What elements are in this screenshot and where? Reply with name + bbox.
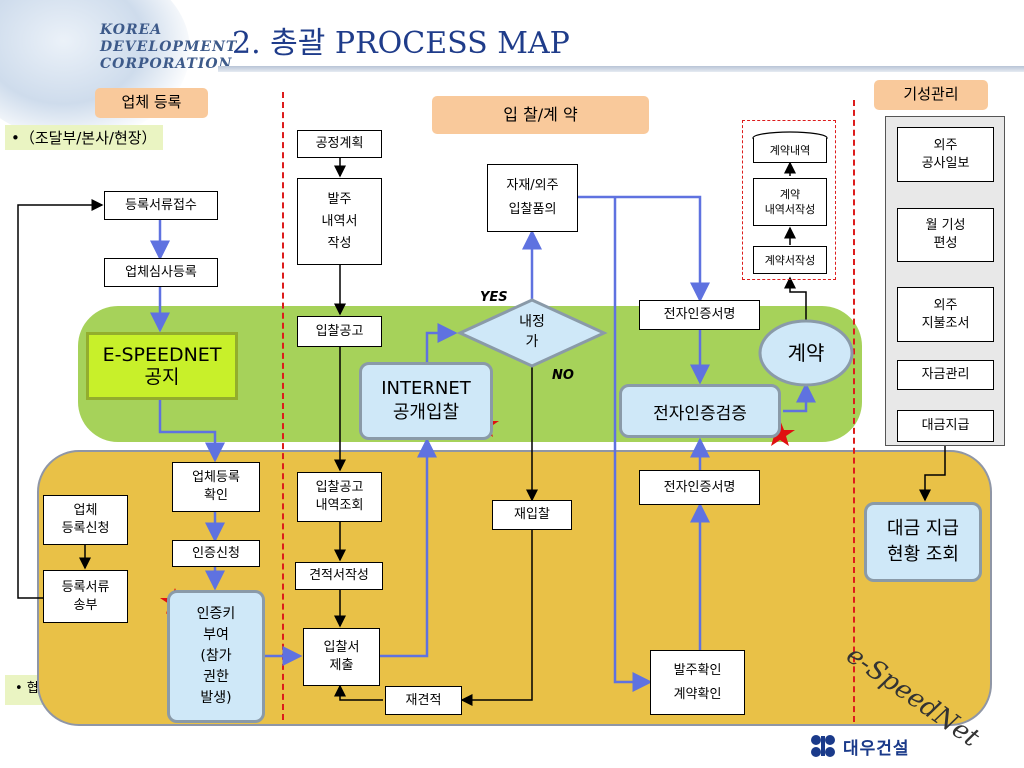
vendor-review-box: 업체심사등록 — [104, 258, 218, 287]
company-logo-icon — [808, 733, 838, 759]
contract-label: 계약 — [787, 341, 825, 365]
payment-box: 대금지급 — [897, 410, 994, 442]
company-brand: 대우건설 — [843, 739, 910, 759]
esign-top-box: 전자인증서명 — [639, 300, 760, 330]
espeednet-notice-box: E-SPEEDNET 공지 — [86, 332, 238, 400]
logo-text-corporation: CORPORATION — [100, 56, 233, 72]
logo-text-korea: KOREA — [100, 22, 163, 38]
contract-history-cylinder: 계약내역 — [753, 138, 827, 163]
rebid-box: 재입찰 — [492, 500, 572, 530]
auth-apply-box: 인증신청 — [172, 540, 260, 567]
separator-right — [853, 100, 855, 722]
connector-pay-to-status — [919, 442, 946, 502]
decision-label: 내정 가 — [519, 314, 545, 350]
connector-submit-to-internet — [380, 437, 437, 658]
reg-doc-send-box: 등록서류 송부 — [43, 570, 128, 623]
connector-reest-to-submit — [334, 684, 383, 701]
star-icon — [765, 420, 795, 446]
yes-label: YES — [480, 290, 508, 305]
internet-bid-box: INTERNET 공개입찰 — [359, 362, 493, 440]
bid-notice-view-box: 입찰공고 내역조회 — [297, 472, 382, 522]
connector-material-to-order — [613, 197, 653, 692]
vendor-reg-request-box: 업체 등록신청 — [43, 495, 128, 545]
contract-detail-box: 계약 내역서작성 — [753, 178, 827, 226]
separator-left — [282, 92, 284, 720]
vendor-reg-confirm-box: 업체등록 확인 — [172, 462, 260, 512]
connector-send-to-receipt — [17, 199, 104, 599]
ecert-verify-box: 전자인증검증 — [619, 384, 781, 438]
payment-status-box: 대금 지급 현황 조회 — [864, 502, 982, 582]
material-bid-request-box: 자재/외주 입찰품의 — [487, 164, 578, 232]
logo-text-development: DEVELOPMENT — [100, 39, 238, 55]
title-divider — [218, 66, 1024, 72]
page-title: 2. 총괄 PROCESS MAP — [232, 26, 570, 61]
process-plan-box: 공정계획 — [297, 130, 382, 158]
re-estimate-box: 재견적 — [385, 686, 462, 715]
auth-key-box: 인증키 부여 (참가 권한 발생) — [167, 590, 265, 723]
esign-bottom-box: 전자인증서명 — [639, 470, 760, 505]
fund-management-box: 자금관리 — [897, 360, 994, 390]
connector-rebid-to-reest — [460, 530, 533, 706]
estimate-write-box: 견적서작성 — [295, 562, 383, 590]
subcontract-payment-box: 외주 지불조서 — [897, 287, 994, 342]
section-vendor-registration: 업체 등록 — [95, 88, 208, 118]
order-detail-box: 발주 내역서 작성 — [297, 178, 382, 265]
contract-ellipse — [758, 319, 854, 387]
doc-receipt-box: 등록서류접수 — [104, 191, 218, 220]
contract-write-box: 계약서작성 — [753, 246, 827, 274]
decision-diamond-shape — [456, 298, 608, 368]
subcontract-daily-box: 외주 공사일보 — [897, 127, 994, 182]
connector-verify-to-contract — [783, 382, 816, 413]
connector-notice-to-confirm — [158, 400, 225, 463]
no-label: NO — [552, 368, 574, 383]
monthly-progress-box: 월 기성 편성 — [897, 208, 994, 262]
connector-internet-to-decision — [425, 323, 458, 362]
connector-contract-to-write — [784, 276, 807, 320]
section-bidding-contract: 입 찰/계 약 — [432, 96, 649, 134]
departments-bullet: •（조달부/본사/현장） — [5, 125, 163, 150]
contract-docs-group — [742, 120, 836, 280]
bid-submit-box: 입찰서 제출 — [303, 628, 380, 686]
section-progress-management: 기성관리 — [874, 80, 988, 110]
connector-material-to-esign — [578, 195, 710, 303]
bid-notice-box: 입찰공고 — [297, 316, 382, 347]
order-contract-confirm-box: 발주확인 계약확인 — [650, 650, 745, 715]
